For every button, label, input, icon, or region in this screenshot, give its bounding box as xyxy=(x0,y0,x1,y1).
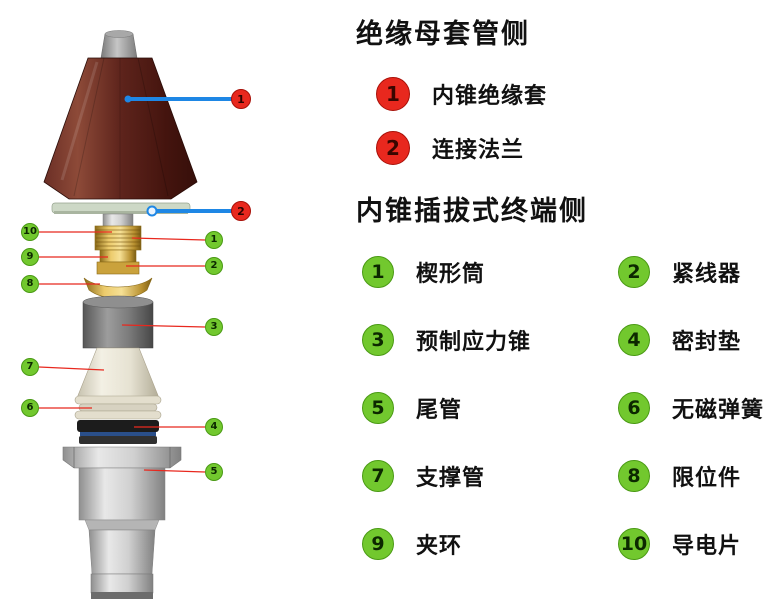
legend-badge-red-2: 2 xyxy=(376,131,410,165)
legend-item-terminal-4: 4 密封垫 xyxy=(618,324,780,356)
diagram-callout-4: 4 xyxy=(205,418,223,436)
brass-clamp-stack-shape xyxy=(83,213,153,299)
legend-item-label: 限位件 xyxy=(672,466,742,491)
legend-item-terminal-9: 9 夹环 xyxy=(362,528,618,560)
legend-badge-red-1: 1 xyxy=(376,77,410,111)
callout-number: 10 xyxy=(23,226,37,237)
diagram-callout-5: 5 xyxy=(205,463,223,481)
badge-number: 9 xyxy=(371,532,385,555)
legend-item-label: 支撑管 xyxy=(416,466,486,491)
badge-number: 10 xyxy=(620,532,648,555)
legend-badge-green-2: 2 xyxy=(618,256,650,288)
callout-number: 4 xyxy=(210,421,218,432)
stress-cone-cylinder-shape xyxy=(82,295,154,349)
legend-badge-green-1: 1 xyxy=(362,256,394,288)
leader-line-markers-blue xyxy=(124,95,158,217)
diagram-callout-6: 6 xyxy=(21,399,39,417)
legend-title-terminal-side: 内锥插拔式终端侧 xyxy=(356,196,588,227)
legend-badge-green-3: 3 xyxy=(362,324,394,356)
legend-item-label: 无磁弹簧 xyxy=(672,398,765,423)
callout-number: 2 xyxy=(237,204,245,218)
legend-item-terminal-7: 7 支撑管 xyxy=(362,460,618,492)
diagram-callout-3: 3 xyxy=(205,318,223,336)
legend-item-terminal-10: 10 导电片 xyxy=(618,528,780,560)
badge-number: 7 xyxy=(371,464,385,487)
tail-pipe-shape xyxy=(62,446,182,599)
diagram-callout-8: 8 xyxy=(21,275,39,293)
legend-item-label: 夹环 xyxy=(416,534,463,559)
callout-number: 6 xyxy=(26,402,34,413)
legend-item-label: 预制应力锥 xyxy=(416,330,532,355)
legend-item-bushing-2: 2 连接法兰 xyxy=(376,131,780,165)
leader-lines-blue xyxy=(126,97,233,213)
legend-item-label: 尾管 xyxy=(416,398,463,423)
callout-number: 3 xyxy=(210,321,218,332)
legend-item-terminal-6: 6 无磁弹簧 xyxy=(618,392,780,424)
legend-item-terminal-8: 8 限位件 xyxy=(618,460,780,492)
diagram-callout-10: 10 xyxy=(21,223,39,241)
legend-item-bushing-1: 1 内锥绝缘套 xyxy=(376,77,780,111)
seal-ring-shape xyxy=(77,420,159,444)
badge-number: 1 xyxy=(371,260,385,283)
callout-number: 8 xyxy=(26,278,34,289)
legend-badge-green-4: 4 xyxy=(618,324,650,356)
legend-title-bushing-side: 绝缘母套管侧 xyxy=(356,19,530,50)
legend-badge-green-10: 10 xyxy=(618,528,650,560)
bushing-side-items: 1 内锥绝缘套 2 连接法兰 xyxy=(376,77,780,165)
legend-item-terminal-2: 2 紧线器 xyxy=(618,256,780,288)
diagram-callout-7: 7 xyxy=(21,358,39,376)
legend-item-terminal-5: 5 尾管 xyxy=(362,392,618,424)
legend-panel: 绝缘母套管侧 1 内锥绝缘套 2 连接法兰 内锥插拔式终端侧 1 楔形筒 2 紧… xyxy=(356,12,780,560)
callout-number: 1 xyxy=(210,234,218,245)
legend-item-label: 内锥绝缘套 xyxy=(432,84,548,109)
legend-item-label: 楔形筒 xyxy=(416,262,486,287)
callout-number: 2 xyxy=(210,260,218,271)
legend-item-label: 紧线器 xyxy=(672,262,742,287)
legend-item-label: 密封垫 xyxy=(672,330,742,355)
diagram-callout-red-2: 2 xyxy=(231,201,251,221)
badge-number: 3 xyxy=(371,328,385,351)
legend-item-terminal-3: 3 预制应力锥 xyxy=(362,324,618,356)
diagram-callout-2: 2 xyxy=(205,257,223,275)
callout-number: 5 xyxy=(210,466,218,477)
badge-number: 6 xyxy=(627,396,641,419)
callout-number: 9 xyxy=(26,251,34,262)
legend-item-label: 连接法兰 xyxy=(432,138,525,163)
badge-number: 4 xyxy=(627,328,641,351)
exploded-assembly-diagram xyxy=(38,30,233,599)
badge-number: 2 xyxy=(386,136,400,160)
insulator-cone-shape xyxy=(43,57,198,200)
legend-badge-green-8: 8 xyxy=(618,460,650,492)
diagram-callout-9: 9 xyxy=(21,248,39,266)
leader-lines-red xyxy=(38,231,206,473)
badge-number: 2 xyxy=(627,260,641,283)
terminal-side-items: 1 楔形筒 2 紧线器 3 预制应力锥 4 密封垫 5 尾管 6 无磁弹簧 xyxy=(362,256,780,560)
top-cap-shape xyxy=(100,30,138,59)
callout-number: 7 xyxy=(26,361,34,372)
legend-badge-green-7: 7 xyxy=(362,460,394,492)
legend-badge-green-5: 5 xyxy=(362,392,394,424)
badge-number: 1 xyxy=(386,82,400,106)
legend-item-label: 导电片 xyxy=(672,534,742,559)
callout-number: 1 xyxy=(237,92,245,106)
diagram-callout-red-1: 1 xyxy=(231,89,251,109)
legend-badge-green-6: 6 xyxy=(618,392,650,424)
badge-number: 8 xyxy=(627,464,641,487)
legend-badge-green-9: 9 xyxy=(362,528,394,560)
legend-item-terminal-1: 1 楔形筒 xyxy=(362,256,618,288)
badge-number: 5 xyxy=(371,396,385,419)
support-tube-shape xyxy=(74,347,162,420)
diagram-callout-1: 1 xyxy=(205,231,223,249)
